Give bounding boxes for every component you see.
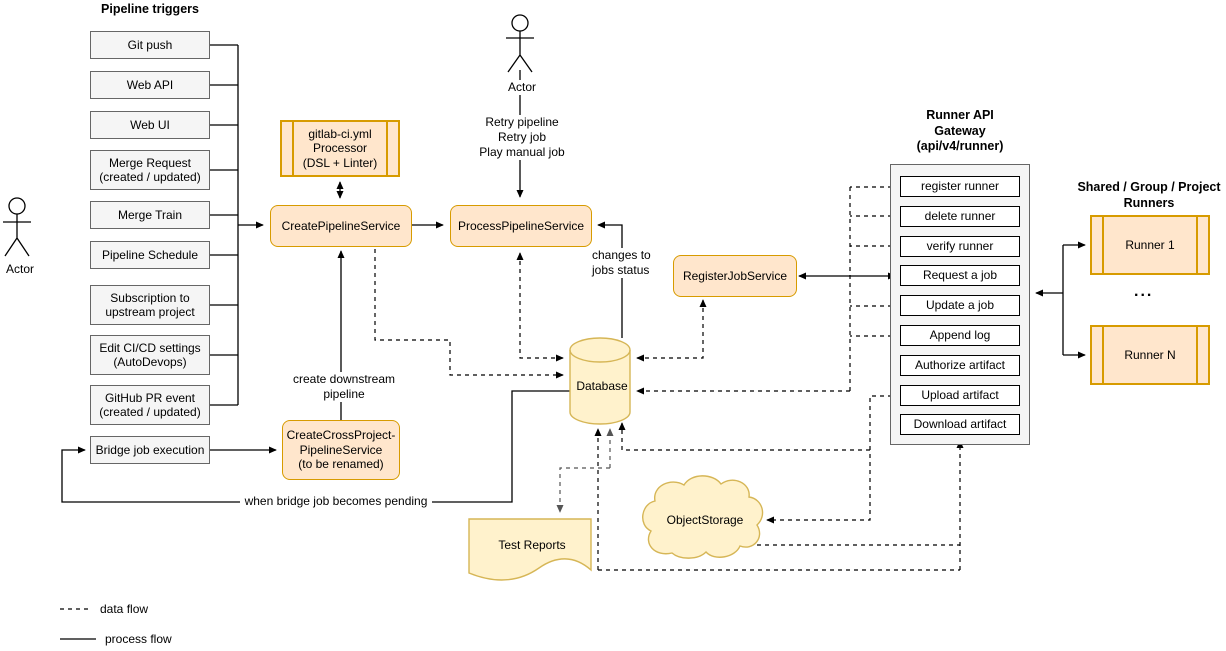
endpoint-update-job: Update a job bbox=[900, 295, 1020, 316]
test-reports-label: Test Reports bbox=[498, 538, 566, 552]
legend-data-flow-label: data flow bbox=[100, 602, 149, 616]
database-label: Database bbox=[576, 379, 628, 393]
endpoint-delete-runner: delete runner bbox=[900, 206, 1020, 227]
edge-create-to-db bbox=[374, 249, 564, 379]
process-pipeline-service-node: ProcessPipelineService bbox=[450, 205, 592, 247]
runner-1-node: Runner 1 bbox=[1090, 215, 1210, 275]
gitlab-ci-processor-node: gitlab-ci.yml Processor (DSL + Linter) bbox=[280, 120, 400, 177]
bridge-job-execution-node: Bridge job execution bbox=[90, 436, 210, 464]
edge-upload-to-db bbox=[618, 422, 870, 451]
register-job-service-node: RegisterJobService bbox=[673, 255, 797, 297]
endpoint-append-log: Append log bbox=[900, 325, 1020, 346]
create-cross-project-node: CreateCrossProject- PipelineService (to … bbox=[282, 420, 400, 480]
runners-title: Shared / Group / Project Runners bbox=[1077, 180, 1221, 210]
create-downstream-label: create downstream pipeline bbox=[284, 372, 404, 402]
actor-left-figure bbox=[3, 197, 31, 257]
endpoint-upload-artifact: Upload artifact bbox=[900, 385, 1020, 406]
triggers-title: Pipeline triggers bbox=[101, 2, 199, 16]
edge-db-to-process-status bbox=[597, 221, 623, 338]
runner-n-node: Runner N bbox=[1090, 325, 1210, 385]
edge-db-to-testreports bbox=[556, 467, 610, 513]
object-storage-cloud bbox=[642, 475, 764, 559]
retry-actions-label: Retry pipeline Retry job Play manual job bbox=[462, 115, 582, 160]
gateway-title: Runner API Gateway (api/v4/runner) bbox=[916, 108, 1004, 154]
database-cylinder bbox=[569, 337, 631, 425]
edge-process-db bbox=[516, 252, 564, 362]
trigger-web-ui: Web UI bbox=[90, 111, 210, 139]
endpoint-register-runner: register runner bbox=[900, 176, 1020, 197]
edge-upload-trunk bbox=[766, 395, 900, 524]
object-storage-label: ObjectStorage bbox=[666, 513, 744, 527]
runners-ellipsis: ... bbox=[1134, 283, 1154, 300]
edge-triggers-bus bbox=[210, 44, 239, 406]
actor-top-figure bbox=[506, 14, 534, 73]
trigger-merge-train: Merge Train bbox=[90, 201, 210, 229]
trigger-merge-request: Merge Request (created / updated) bbox=[90, 150, 210, 190]
trigger-subscription: Subscription to upstream project bbox=[90, 285, 210, 325]
endpoint-authorize-artifact: Authorize artifact bbox=[900, 355, 1020, 376]
endpoint-verify-runner: verify runner bbox=[900, 236, 1020, 257]
trigger-github-pr: GitHub PR event (created / updated) bbox=[90, 385, 210, 425]
endpoint-download-artifact: Download artifact bbox=[900, 414, 1020, 435]
create-pipeline-service-node: CreatePipelineService bbox=[270, 205, 412, 247]
legend-process-flow-label: process flow bbox=[105, 632, 172, 646]
trigger-edit-cicd: Edit CI/CD settings (AutoDevops) bbox=[90, 335, 210, 375]
endpoint-request-job: Request a job bbox=[900, 265, 1020, 286]
edge-registerjob-db bbox=[636, 299, 707, 362]
actor-top-label: Actor bbox=[503, 80, 541, 95]
trigger-git-push: Git push bbox=[90, 31, 210, 59]
changes-jobs-status-label: changes to jobs status bbox=[590, 248, 660, 278]
trigger-web-api: Web API bbox=[90, 71, 210, 99]
actor-left-label: Actor bbox=[1, 262, 39, 277]
edge-gateway-bus bbox=[849, 186, 900, 391]
test-reports-document bbox=[468, 518, 592, 581]
bridge-pending-label: when bridge job becomes pending bbox=[240, 494, 432, 509]
trigger-pipeline-schedule: Pipeline Schedule bbox=[90, 241, 210, 269]
